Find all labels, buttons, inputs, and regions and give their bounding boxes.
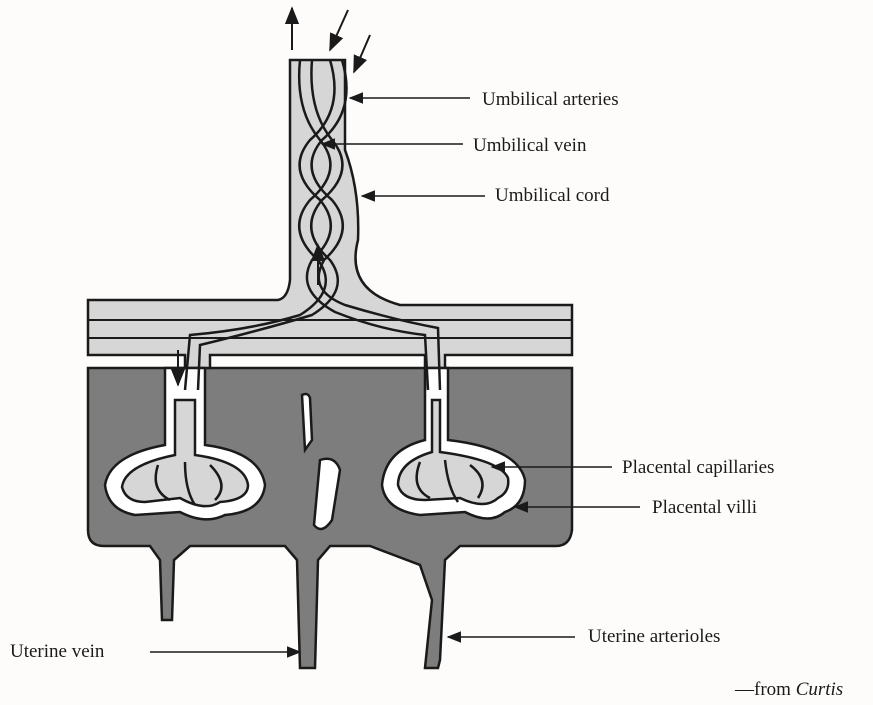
label-umbilical-vein: Umbilical vein	[473, 136, 586, 155]
label-placental-villi: Placental villi	[652, 498, 757, 517]
label-umbilical-arteries: Umbilical arteries	[482, 90, 619, 109]
credit-source: Curtis	[796, 679, 844, 700]
label-uterine-vein: Uterine vein	[10, 642, 104, 661]
source-credit: —from Curtis	[735, 680, 843, 699]
credit-prefix: —from	[735, 679, 796, 700]
label-uterine-arterioles: Uterine arterioles	[588, 627, 720, 646]
label-placental-capillaries: Placental capillaries	[622, 458, 774, 477]
label-umbilical-cord: Umbilical cord	[495, 186, 610, 205]
uterine-vein-vessel	[302, 394, 312, 450]
